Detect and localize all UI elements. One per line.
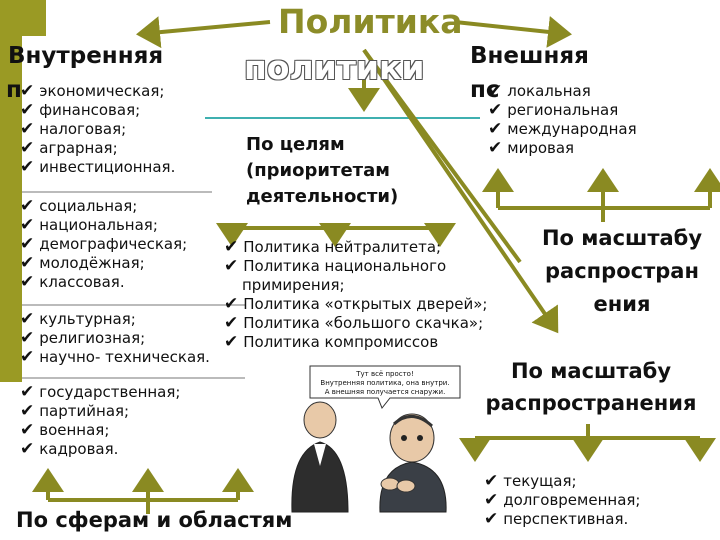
list-item: ✔Политика компромиссов <box>224 332 439 352</box>
list-item: ✔налоговая; <box>20 119 127 139</box>
svg-text:А внешняя получается снаружи.: А внешняя получается снаружи. <box>325 388 446 396</box>
arrow-to-internal <box>136 16 271 49</box>
list-item: ✔Политика «открытых дверей»; <box>224 294 488 314</box>
list-item: ✔перспективная. <box>484 509 629 529</box>
list-item: ✔финансовая; <box>20 100 141 120</box>
list-item: ✔Политика нейтралитета; <box>224 237 442 257</box>
list-item: ✔международная <box>488 119 637 139</box>
social-list: ✔социальная; ✔национальная; ✔демографиче… <box>20 197 187 292</box>
internal-heading-cut: п <box>6 77 22 103</box>
scale-external-heading: По масштабу распростран ения <box>541 226 703 316</box>
list-item: ✔социальная; <box>20 196 138 216</box>
main-title: Политика <box>278 2 463 41</box>
external-heading: Внешняя <box>470 43 589 69</box>
time-list: ✔текущая; ✔долговременная; ✔перспективна… <box>484 472 640 529</box>
list-item: ✔Политика национального <box>224 256 447 276</box>
list-item: ✔аграрная; <box>20 138 118 158</box>
goals-list: ✔Политика нейтралитета; ✔Политика национ… <box>224 238 487 352</box>
list-item: ✔научно- техническая. <box>20 347 210 367</box>
arrow-to-external <box>454 15 572 48</box>
list-item: ✔локальная <box>488 81 591 101</box>
economic-list: ✔экономическая; ✔финансовая; ✔налоговая;… <box>20 82 175 177</box>
list-item: ✔национальная; <box>20 215 158 235</box>
list-item: примирения; <box>242 276 345 294</box>
external-heading-cut: пс <box>470 77 500 103</box>
scale-time-heading: По масштабу распространения <box>485 359 697 415</box>
svg-text:Внутренняя политика, она внутр: Внутренняя политика, она внутри. <box>320 379 449 387</box>
list-item: ✔экономическая; <box>20 81 165 101</box>
cultural-list: ✔культурная; ✔религиозная; ✔научно- техн… <box>20 310 210 367</box>
list-item: ✔демографическая; <box>20 234 188 254</box>
cartoon-illustration: Тут всё просто! Внутренняя политика, она… <box>270 362 470 522</box>
diag-to-scale2 <box>362 48 559 334</box>
list-item: ✔культурная; <box>20 309 136 329</box>
main-title-line2: политики <box>244 48 425 87</box>
list-item: ✔молодёжная; <box>20 253 145 273</box>
list-item: ✔мировая <box>488 138 575 158</box>
external-list: ✔локальная ✔региональная ✔международная … <box>488 82 637 158</box>
left-accent-bar <box>0 36 22 382</box>
list-item: ✔партийная; <box>20 401 130 421</box>
list-item: ✔кадровая. <box>20 439 119 459</box>
list-item: ✔долговременная; <box>484 490 641 510</box>
state-list: ✔государственная; ✔партийная; ✔военная; … <box>20 383 180 459</box>
list-item: ✔текущая; <box>484 471 577 491</box>
spheres-heading: По сферам и областям <box>16 508 293 532</box>
list-item: ✔региональная <box>488 100 619 120</box>
svg-text:Тут всё просто!: Тут всё просто! <box>355 370 414 378</box>
list-item: ✔религиозная; <box>20 328 146 348</box>
list-item: ✔государственная; <box>20 382 181 402</box>
list-item: ✔Политика «большого скачка»; <box>224 313 484 333</box>
list-item: ✔военная; <box>20 420 110 440</box>
list-item: ✔классовая. <box>20 272 125 292</box>
corner-decoration <box>0 0 46 36</box>
cartoon-drawing: Тут всё просто! Внутренняя политика, она… <box>291 365 461 513</box>
internal-heading: Внутренняя <box>8 43 164 69</box>
goals-heading: По целям (приоритетам деятельности) <box>246 134 399 207</box>
list-item: ✔инвестиционная. <box>20 157 176 177</box>
